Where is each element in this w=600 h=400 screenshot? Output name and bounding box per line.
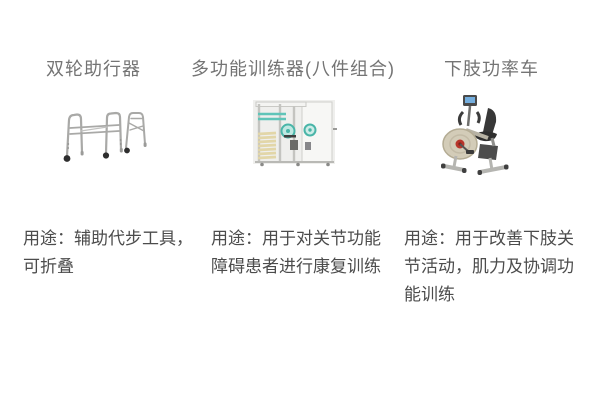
description-line: 障碍患者进行康复训练: [211, 257, 381, 276]
description-line: 可折叠: [23, 257, 74, 276]
two-wheel-walker-image: [60, 104, 150, 169]
description-line: 用途：用于对关节功能: [211, 229, 381, 248]
walker-illustration: [63, 111, 147, 162]
product-title-walker: 双轮助行器: [46, 59, 141, 79]
trainer-illustration: [253, 100, 337, 167]
product-title-bike: 下肢功率车: [444, 59, 539, 79]
description-line: 用途：用于改善下肢关: [404, 229, 574, 248]
bike-illustration: [441, 95, 509, 175]
product-title-trainer: 多功能训练器(八件组合): [191, 59, 395, 79]
description-line: 能训练: [404, 285, 455, 304]
description-line: 用途：辅助代步工具，: [23, 229, 193, 248]
product-usage-bike: 用途：用于改善下肢关 节活动，肌力及协调功 能训练: [404, 225, 574, 309]
description-line: 节活动，肌力及协调功: [404, 257, 574, 276]
multifunction-trainer-image: [250, 98, 338, 173]
product-usage-trainer: 用途：用于对关节功能 障碍患者进行康复训练: [211, 225, 381, 281]
product-usage-walker: 用途：辅助代步工具， 可折叠: [23, 225, 193, 281]
lower-limb-bike-image: [436, 92, 516, 185]
